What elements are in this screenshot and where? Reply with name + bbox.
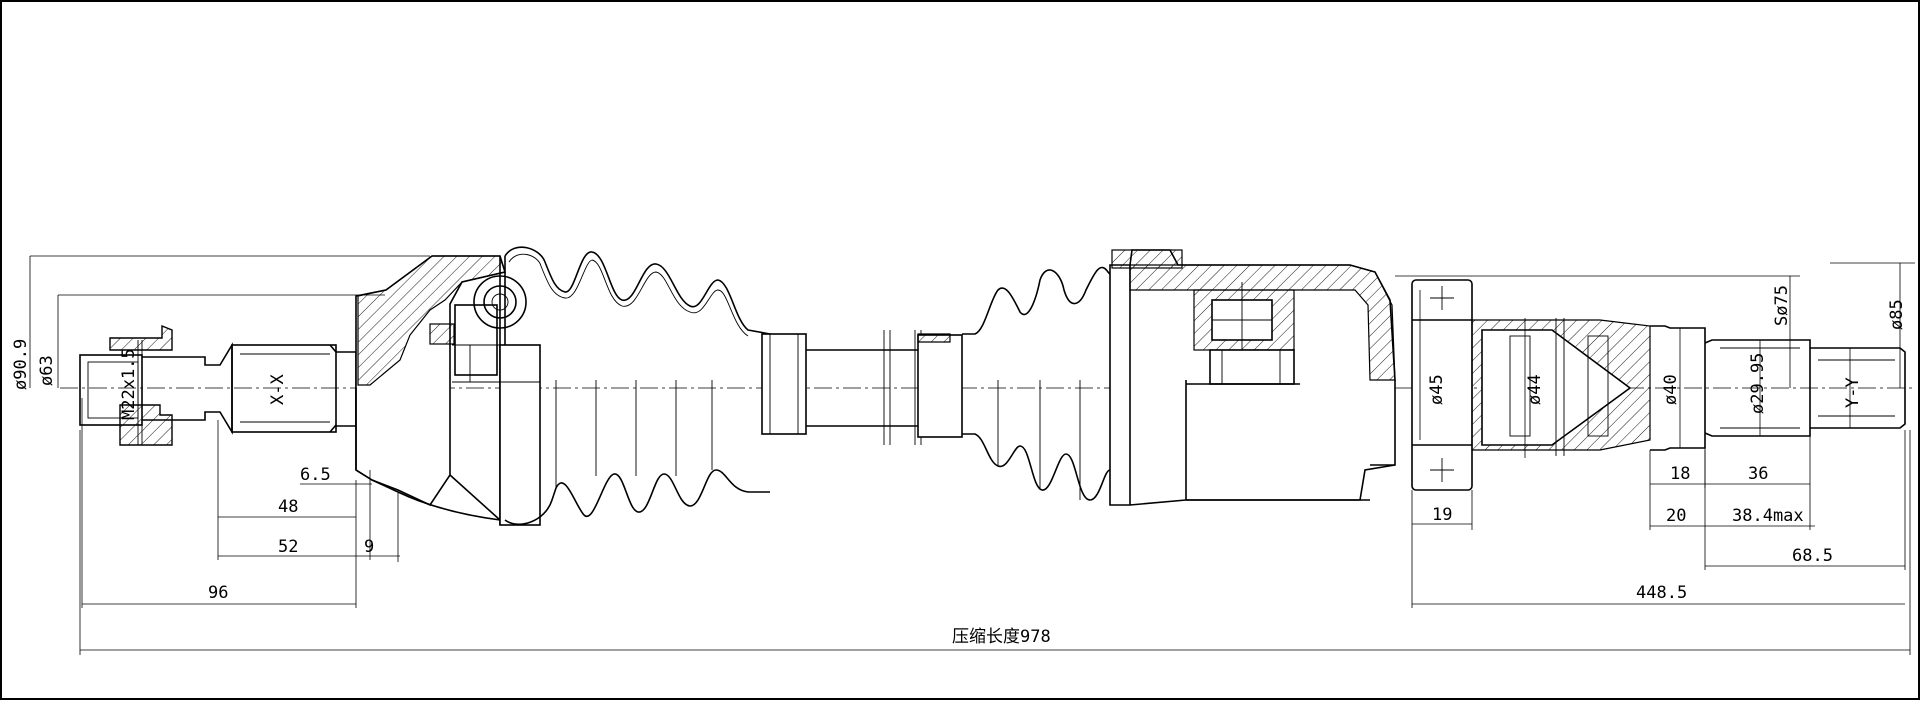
dim-6-5: 6.5 bbox=[300, 465, 331, 485]
dimension-labels: ø90.9 ø63 M22x1.5 X-X 6.5 48 52 9 96 ø45… bbox=[11, 285, 1907, 647]
dimension-lines bbox=[29, 255, 1915, 655]
dim-20: 20 bbox=[1666, 506, 1686, 526]
dim-52: 52 bbox=[278, 537, 298, 557]
dim-d-40: ø40 bbox=[1661, 374, 1681, 405]
right-output-shaft bbox=[1471, 318, 1906, 456]
section-label-yy: Y-Y bbox=[1843, 377, 1863, 408]
dim-d-29-95: ø29.95 bbox=[1748, 353, 1768, 414]
tripod-housing bbox=[1109, 249, 1396, 506]
mounting-flange bbox=[1411, 279, 1473, 491]
left-stub-shaft bbox=[79, 324, 357, 446]
dim-d-45: ø45 bbox=[1427, 374, 1447, 405]
dim-d-85: ø85 bbox=[1887, 299, 1907, 330]
dim-d-63: ø63 bbox=[37, 355, 57, 386]
outer-boot bbox=[504, 246, 807, 525]
dim-d-90-9: ø90.9 bbox=[11, 339, 31, 390]
dim-9: 9 bbox=[364, 537, 374, 557]
dim-d-44: ø44 bbox=[1525, 374, 1545, 405]
dim-448-5: 448.5 bbox=[1636, 583, 1687, 603]
dim-48: 48 bbox=[278, 497, 298, 517]
lock-nut bbox=[109, 324, 173, 351]
dim-96: 96 bbox=[208, 583, 228, 603]
dim-s-75: Sø75 bbox=[1772, 285, 1792, 326]
intermediate-bar-shaft bbox=[806, 330, 922, 445]
dim-18: 18 bbox=[1670, 464, 1690, 484]
dim-total-compressed-length: 压缩长度978 bbox=[952, 627, 1051, 647]
dim-19: 19 bbox=[1432, 505, 1452, 525]
outer-cv-joint bbox=[355, 255, 541, 526]
section-label-xx: X-X bbox=[268, 374, 288, 405]
dim-36: 36 bbox=[1748, 464, 1768, 484]
dim-38-4-max: 38.4max bbox=[1732, 506, 1804, 526]
inner-boot bbox=[917, 266, 1121, 501]
dim-68-5: 68.5 bbox=[1792, 546, 1833, 566]
dim-m22-thread: M22x1.5 bbox=[119, 348, 139, 420]
